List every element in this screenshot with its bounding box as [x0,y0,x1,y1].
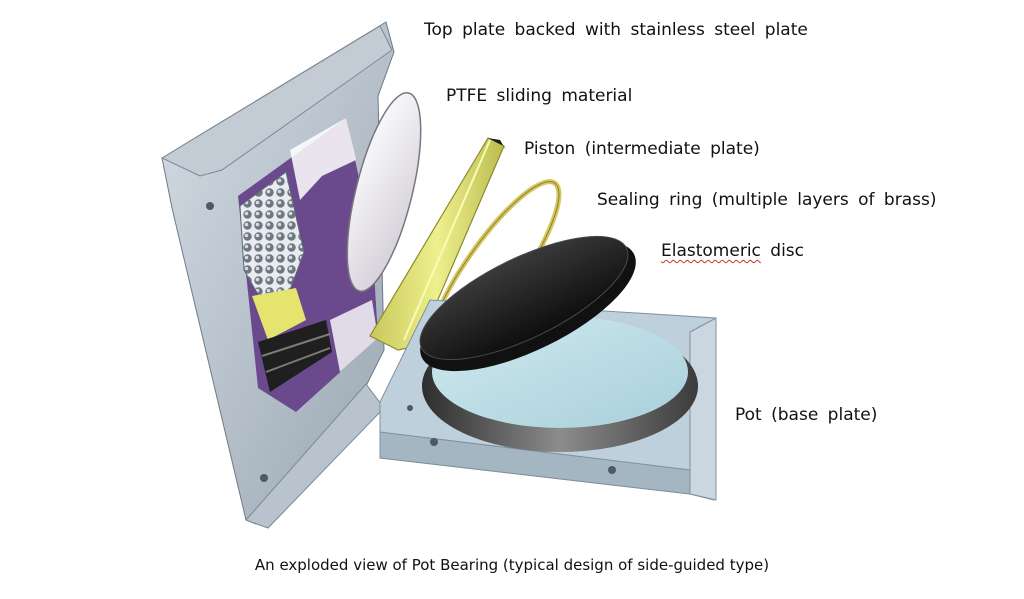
label-pot: Pot (base plate) [735,405,878,425]
top-plate-yellow-layer [252,288,306,340]
label-elastomeric-rest: disc [770,241,805,261]
bolt-hole [260,474,268,482]
pot-side-rail [689,317,717,501]
cutaway-edge [290,118,356,200]
figure-caption: An exploded view of Pot Bearing (typical… [254,556,770,574]
label-top-plate: Top plate backed with stainless steel pl… [424,20,808,40]
bolt-hole [206,202,214,210]
cutaway-edge-lower [330,300,378,372]
bolt-hole [430,438,438,446]
top-plate [160,21,395,529]
label-elastomeric-disc: Elastomeric disc [661,241,804,261]
bolt-hole [407,405,413,411]
label-ptfe: PTFE sliding material [446,86,633,106]
top-plate-dark-stripes [258,320,332,392]
top-plate-upper-guide [160,25,393,177]
ptfe-sliding-material [346,92,422,292]
label-piston: Piston (intermediate plate) [524,139,760,159]
bolt-hole [608,466,616,474]
label-elastomeric-word: Elastomeric [661,241,761,261]
label-sealing-ring: Sealing ring (multiple layers of brass) [597,190,937,210]
elastomeric-disc [419,235,636,372]
